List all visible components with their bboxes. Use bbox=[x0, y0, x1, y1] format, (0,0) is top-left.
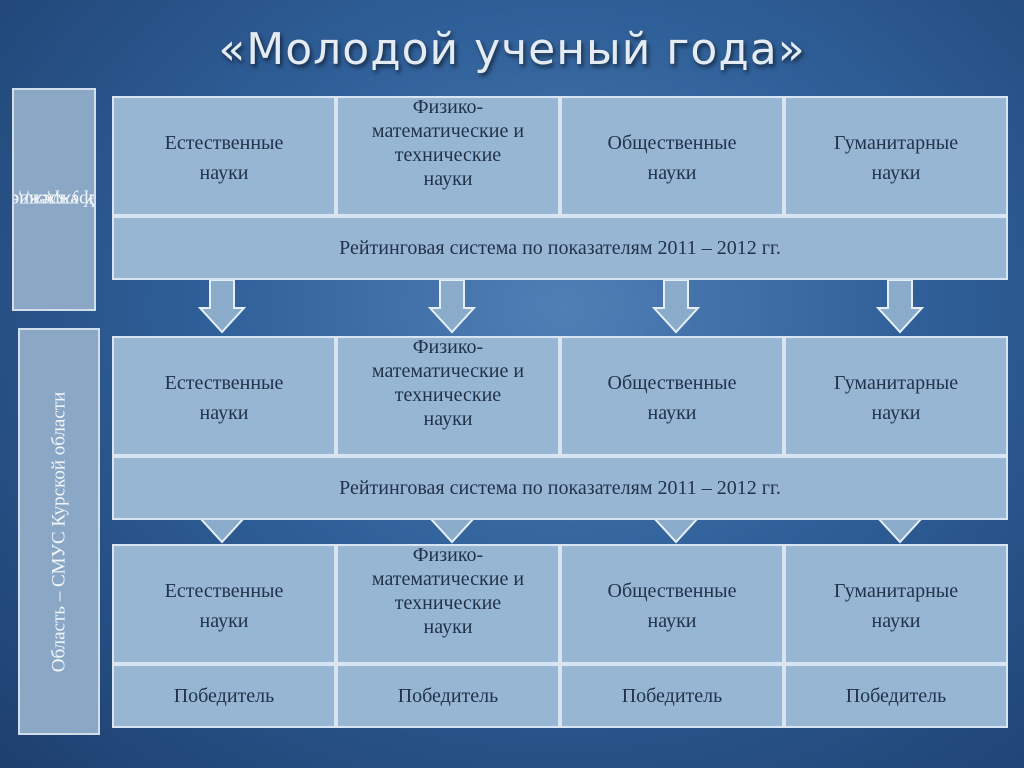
category-line: науки bbox=[647, 162, 697, 184]
down-arrow-icon bbox=[876, 518, 924, 544]
category-line: науки bbox=[199, 162, 249, 184]
category-line: науки bbox=[423, 408, 473, 430]
winner-box: Победитель bbox=[784, 664, 1008, 728]
category-social-sciences: Общественные науки bbox=[560, 544, 784, 664]
category-line: Гуманитарные bbox=[833, 372, 959, 394]
down-arrow-icon bbox=[428, 280, 476, 334]
category-line: науки bbox=[423, 616, 473, 638]
category-line: Общественные bbox=[607, 372, 737, 394]
category-line: науки bbox=[199, 610, 249, 632]
category-social-sciences: Общественные науки bbox=[560, 96, 784, 216]
category-line: математические и bbox=[371, 568, 525, 590]
down-arrow-icon bbox=[652, 518, 700, 544]
page-title: «Молодой ученый года» bbox=[218, 24, 806, 75]
category-humanities: Гуманитарные науки bbox=[784, 336, 1008, 456]
category-line: Общественные bbox=[607, 132, 737, 154]
category-line: науки bbox=[647, 402, 697, 424]
category-line: Гуманитарные bbox=[833, 132, 959, 154]
winner-box: Победитель bbox=[560, 664, 784, 728]
category-line: Физико- bbox=[412, 336, 484, 358]
category-line: технические bbox=[394, 384, 502, 406]
category-line: науки bbox=[199, 402, 249, 424]
category-social-sciences: Общественные науки bbox=[560, 336, 784, 456]
category-line: Естественные bbox=[164, 372, 284, 394]
down-arrow-icon bbox=[428, 518, 476, 544]
category-line: науки bbox=[423, 168, 473, 190]
category-line: Физико- bbox=[412, 544, 484, 566]
side-label-institution: Учреждение – СМУ учреждения bbox=[12, 88, 96, 311]
category-line: Естественные bbox=[164, 132, 284, 154]
category-line: математические и bbox=[371, 120, 525, 142]
category-line: науки bbox=[871, 162, 921, 184]
side-label-institution-line2: СМУ учреждения bbox=[12, 189, 96, 210]
category-line: технические bbox=[394, 144, 502, 166]
rating-system-box: Рейтинговая система по показателям 2011 … bbox=[112, 456, 1008, 520]
winner-text: Победитель bbox=[845, 685, 947, 707]
rating-system-text: Рейтинговая система по показателям 2011 … bbox=[339, 477, 781, 499]
category-line: науки bbox=[871, 610, 921, 632]
category-line: Общественные bbox=[607, 580, 737, 602]
winner-text: Победитель bbox=[173, 685, 275, 707]
category-line: Гуманитарные bbox=[833, 580, 959, 602]
down-arrow-icon bbox=[876, 280, 924, 334]
category-line: науки bbox=[647, 610, 697, 632]
winner-text: Победитель bbox=[397, 685, 499, 707]
winner-text: Победитель bbox=[621, 685, 723, 707]
down-arrow-icon bbox=[198, 280, 246, 334]
category-line: науки bbox=[871, 402, 921, 424]
rating-system-text: Рейтинговая система по показателям 2011 … bbox=[339, 237, 781, 259]
category-humanities: Гуманитарные науки bbox=[784, 96, 1008, 216]
category-natural-sciences: Естественные науки bbox=[112, 544, 336, 664]
category-line: математические и bbox=[371, 360, 525, 382]
winner-box: Победитель bbox=[336, 664, 560, 728]
winner-box: Победитель bbox=[112, 664, 336, 728]
down-arrow-icon bbox=[652, 280, 700, 334]
category-line: Физико- bbox=[412, 96, 484, 118]
category-line: технические bbox=[394, 592, 502, 614]
category-natural-sciences: Естественные науки bbox=[112, 336, 336, 456]
side-label-region: Область – СМУС Курской области bbox=[18, 328, 100, 735]
category-line: Естественные bbox=[164, 580, 284, 602]
category-natural-sciences: Естественные науки bbox=[112, 96, 336, 216]
side-label-region-text: Область – СМУС Курской области bbox=[48, 391, 70, 672]
rating-system-box: Рейтинговая система по показателям 2011 … bbox=[112, 216, 1008, 280]
category-humanities: Гуманитарные науки bbox=[784, 544, 1008, 664]
down-arrow-icon bbox=[198, 518, 246, 544]
